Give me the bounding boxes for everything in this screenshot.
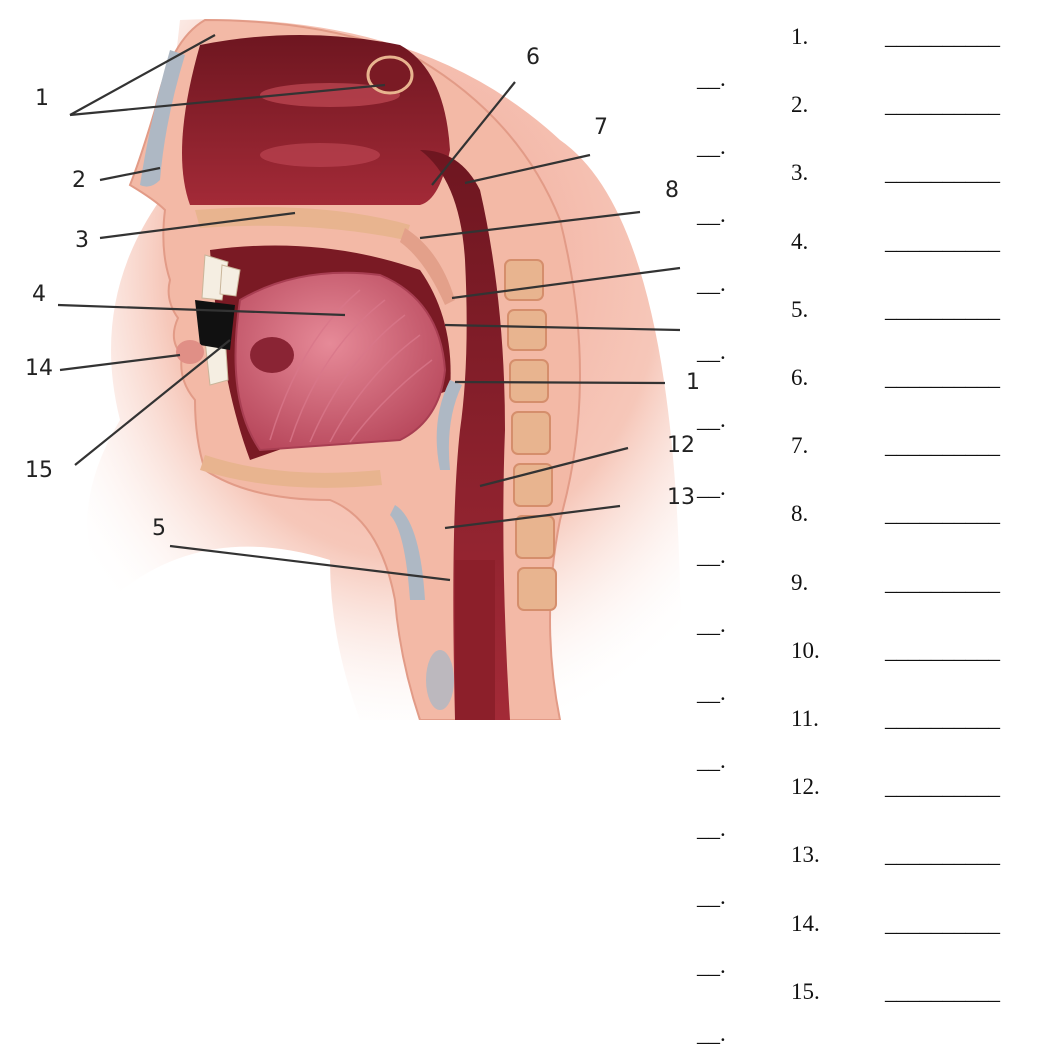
callout-2: 2	[72, 170, 86, 192]
answer-blank-6[interactable]: __________	[885, 366, 1000, 389]
answer-number-14: 14.	[791, 912, 820, 935]
answer-blank-3[interactable]: __________	[885, 161, 1000, 184]
callout-14: 14	[25, 358, 53, 380]
answer-number-4: 4.	[791, 230, 808, 253]
answer-number-15: 15.	[791, 980, 820, 1003]
head-neck-sagittal-diagram	[0, 0, 700, 720]
answer-line-end-2: __.	[697, 135, 726, 158]
answer-line-end-9: __.	[697, 613, 726, 636]
answer-blank-14[interactable]: __________	[885, 912, 1000, 935]
answer-line-end-5: __.	[697, 340, 726, 363]
trachea	[455, 560, 495, 720]
callout-7: 7	[594, 117, 608, 139]
answer-line-end-15: __.	[697, 1022, 726, 1045]
callout-12: 12	[667, 435, 695, 457]
answer-line-end-8: __.	[697, 544, 726, 567]
answer-blank-7[interactable]: __________	[885, 434, 1000, 457]
answer-line-end-12: __.	[697, 817, 726, 840]
answer-number-11: 11.	[791, 707, 819, 730]
lower-lip	[176, 340, 204, 364]
answer-blank-13[interactable]: __________	[885, 843, 1000, 866]
answer-blank-4[interactable]: __________	[885, 230, 1000, 253]
answer-number-1: 1.	[791, 25, 808, 48]
callout-4: 4	[32, 284, 46, 306]
callout-6: 6	[526, 47, 540, 69]
answer-blank-12[interactable]: __________	[885, 775, 1000, 798]
nasal-cavity	[182, 35, 450, 205]
answer-number-3: 3.	[791, 161, 808, 184]
answer-blank-15[interactable]: __________	[885, 980, 1000, 1003]
mouth-opening	[195, 300, 235, 350]
callout-15: 15	[25, 460, 53, 482]
answer-blank-2[interactable]: __________	[885, 93, 1000, 116]
answer-blank-10[interactable]: __________	[885, 639, 1000, 662]
answer-line-end-10: __.	[697, 681, 726, 704]
answer-blank-1[interactable]: __________	[885, 25, 1000, 48]
thyroid-cartilage	[426, 650, 454, 710]
answer-number-10: 10.	[791, 639, 820, 662]
answer-number-5: 5.	[791, 298, 808, 321]
answer-line-end-4: __.	[697, 272, 726, 295]
answer-blank-11[interactable]: __________	[885, 707, 1000, 730]
answer-blank-9[interactable]: __________	[885, 571, 1000, 594]
answer-line-end-14: __.	[697, 954, 726, 977]
answer-blank-5[interactable]: __________	[885, 298, 1000, 321]
callout-13: 13	[667, 487, 695, 509]
answer-number-7: 7.	[791, 434, 808, 457]
nasal-concha-lower	[260, 143, 380, 167]
answer-number-8: 8.	[791, 502, 808, 525]
answer-line-end-3: __.	[697, 203, 726, 226]
callout-11-partial: 1	[686, 372, 700, 394]
answer-blank-8[interactable]: __________	[885, 502, 1000, 525]
answer-number-2: 2.	[791, 93, 808, 116]
answer-line-end-11: __.	[697, 749, 726, 772]
answer-number-9: 9.	[791, 571, 808, 594]
callout-3: 3	[75, 230, 89, 252]
tonsil	[250, 337, 294, 373]
answer-line-end-6: __.	[697, 408, 726, 431]
callout-1: 1	[35, 88, 49, 110]
answer-number-12: 12.	[791, 775, 820, 798]
sinus	[368, 57, 412, 93]
answer-number-6: 6.	[791, 366, 808, 389]
callout-5: 5	[152, 518, 166, 540]
answer-number-13: 13.	[791, 843, 820, 866]
answer-line-end-13: __.	[697, 885, 726, 908]
callout-8: 8	[665, 180, 679, 202]
answer-line-end-7: __.	[697, 476, 726, 499]
answer-line-end-1: __.	[697, 67, 726, 90]
